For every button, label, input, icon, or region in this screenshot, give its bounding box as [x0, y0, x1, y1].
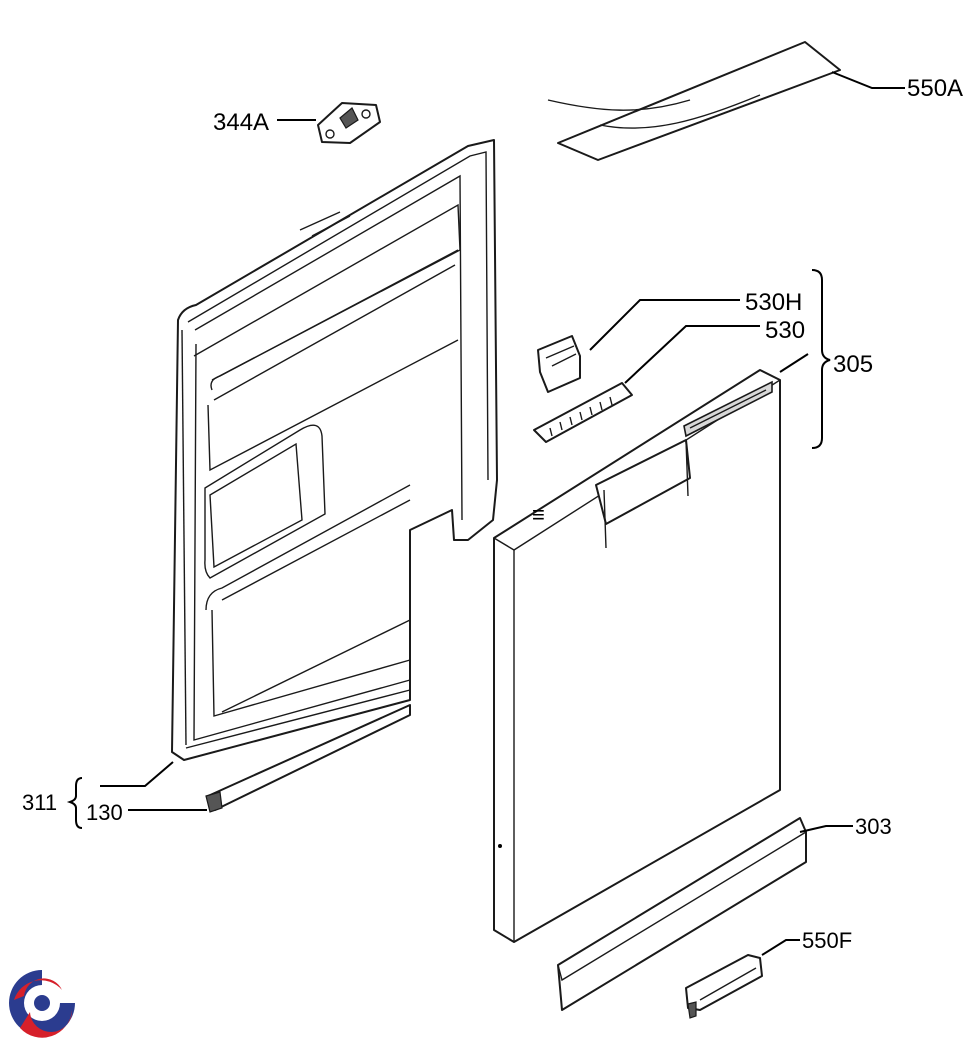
label-303: 303 [855, 814, 892, 839]
part-344A-bracket [317, 102, 381, 144]
leader-303 [799, 825, 853, 833]
label-311: 311 [22, 790, 57, 815]
leader-530H [589, 299, 740, 351]
part-130-seal-strip [205, 704, 411, 813]
part-550A-sheet [547, 41, 841, 161]
part-303-kickplate [557, 817, 807, 1011]
leader-311 [100, 761, 174, 787]
label-530: 530 [765, 317, 805, 344]
part-530-strip [533, 382, 633, 443]
leader-550A [831, 71, 905, 89]
part-530H-clip [537, 335, 581, 393]
part-inner-door-panel [171, 139, 498, 761]
brace-305 [811, 269, 831, 449]
label-550A: 550A [907, 75, 963, 102]
label-130: 130 [86, 800, 123, 825]
svg-text:≡: ≡ [532, 502, 545, 527]
part-305-outer-door: ≡ [493, 369, 781, 943]
label-305: 305 [833, 351, 873, 378]
label-550F: 550F [802, 928, 852, 953]
part-550F-latch [685, 954, 763, 1019]
brace-311 [66, 777, 83, 829]
leader-530 [624, 325, 760, 384]
leader-550F [761, 939, 800, 956]
label-530H: 530H [745, 289, 802, 316]
door-marker [498, 844, 502, 848]
brand-swirl-logo [6, 967, 78, 1039]
label-344A: 344A [213, 109, 269, 136]
leader-305 [779, 353, 809, 373]
